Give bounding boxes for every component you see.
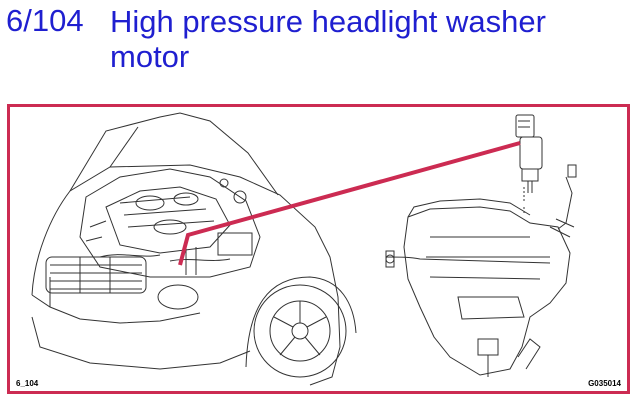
figure-ref-left: 6_104 <box>16 379 39 388</box>
page-code: 6/104 <box>6 3 84 38</box>
pointer-line <box>178 141 521 266</box>
washer-motor-illustration <box>515 114 543 215</box>
page-title: High pressure headlight washer motor <box>110 4 546 74</box>
figure-ref-right: G035014 <box>588 379 621 388</box>
illustration-frame: 6_104 G035014 <box>7 104 630 394</box>
washer-reservoir-illustration <box>385 164 577 377</box>
car-engine-bay-illustration <box>31 112 357 386</box>
illustration <box>31 112 577 386</box>
